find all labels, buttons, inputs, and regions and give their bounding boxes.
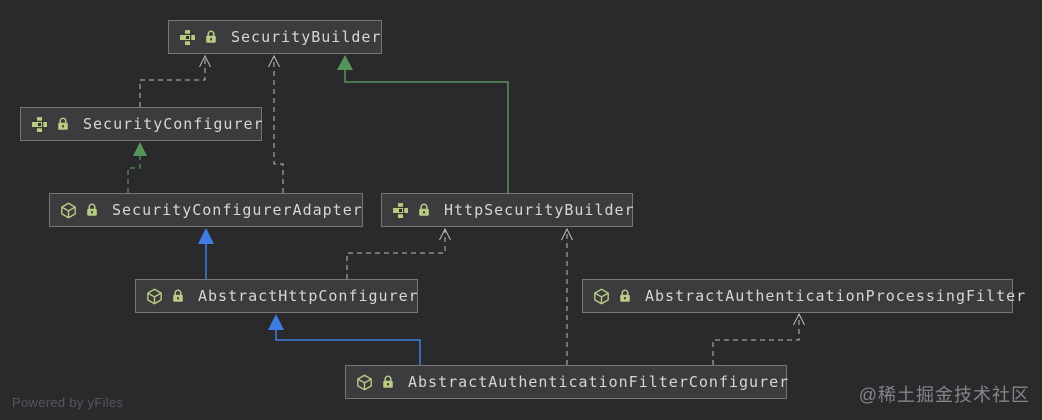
interface-icon [392, 202, 409, 219]
class-node-securitybuilder[interactable]: SecurityBuilder [168, 20, 382, 54]
lock-icon [380, 374, 396, 390]
lock-icon [84, 202, 100, 218]
class-name-label: SecurityConfigurerAdapter [112, 201, 363, 219]
powered-by-yfiles-label: Powered by yFiles [12, 395, 124, 410]
edge-securityconfigureradapter-securitybuilder-dependency [268, 54, 284, 193]
edge-abstracthttpconfigurer-httpsecuritybuilder-dependency [346, 227, 451, 279]
class-node-securityconfigureradapter[interactable]: SecurityConfigurerAdapter [49, 193, 363, 227]
class-node-abstractauthenticationfilterconfigurer[interactable]: AbstractAuthenticationFilterConfigurer [345, 365, 790, 399]
lock-icon [203, 29, 219, 45]
edge-abstractauthfilterconfigurer-httpsecuritybuilder-dependency [561, 227, 573, 365]
class-name-label: AbstractAuthenticationProcessingFilter [645, 287, 1027, 305]
class-icon [356, 374, 373, 391]
class-node-securityconfigurer[interactable]: SecurityConfigurer [20, 107, 264, 141]
edge-securityconfigureradapter-securityconfigurer-implements [127, 142, 147, 193]
class-name-label: AbstractHttpConfigurer [198, 287, 419, 305]
edge-securityconfigurer-securitybuilder-dependency [139, 54, 211, 107]
juejin-watermark: @稀土掘金技术社区 [858, 385, 1030, 405]
lock-icon [170, 288, 186, 304]
edge-abstracthttpconfigurer-securityconfigureradapter-extends [198, 228, 214, 279]
interface-icon [179, 29, 196, 46]
edge-abstractauthfilterconfigurer-abstracthttpconfigurer-extends [268, 314, 421, 365]
class-node-abstractauthenticationprocessingfilter[interactable]: AbstractAuthenticationProcessingFilter [582, 279, 1025, 313]
class-name-label: SecurityConfigurer [83, 115, 264, 133]
lock-icon [55, 116, 71, 132]
lock-icon [416, 202, 432, 218]
class-icon [146, 288, 163, 305]
lock-icon [617, 288, 633, 304]
class-icon [593, 288, 610, 305]
class-name-label: HttpSecurityBuilder [444, 201, 635, 219]
class-node-httpsecuritybuilder[interactable]: HttpSecurityBuilder [381, 193, 635, 227]
interface-icon [31, 116, 48, 133]
edge-abstractauthfilterconfigurer-abstractauthprocessingfilter-dependency [712, 312, 805, 365]
class-node-abstracthttpconfigurer[interactable]: AbstractHttpConfigurer [135, 279, 418, 313]
class-name-label: AbstractAuthenticationFilterConfigurer [408, 373, 790, 391]
class-icon [60, 202, 77, 219]
edge-httpsecuritybuilder-securitybuilder-extends [337, 55, 509, 193]
class-name-label: SecurityBuilder [231, 28, 382, 46]
